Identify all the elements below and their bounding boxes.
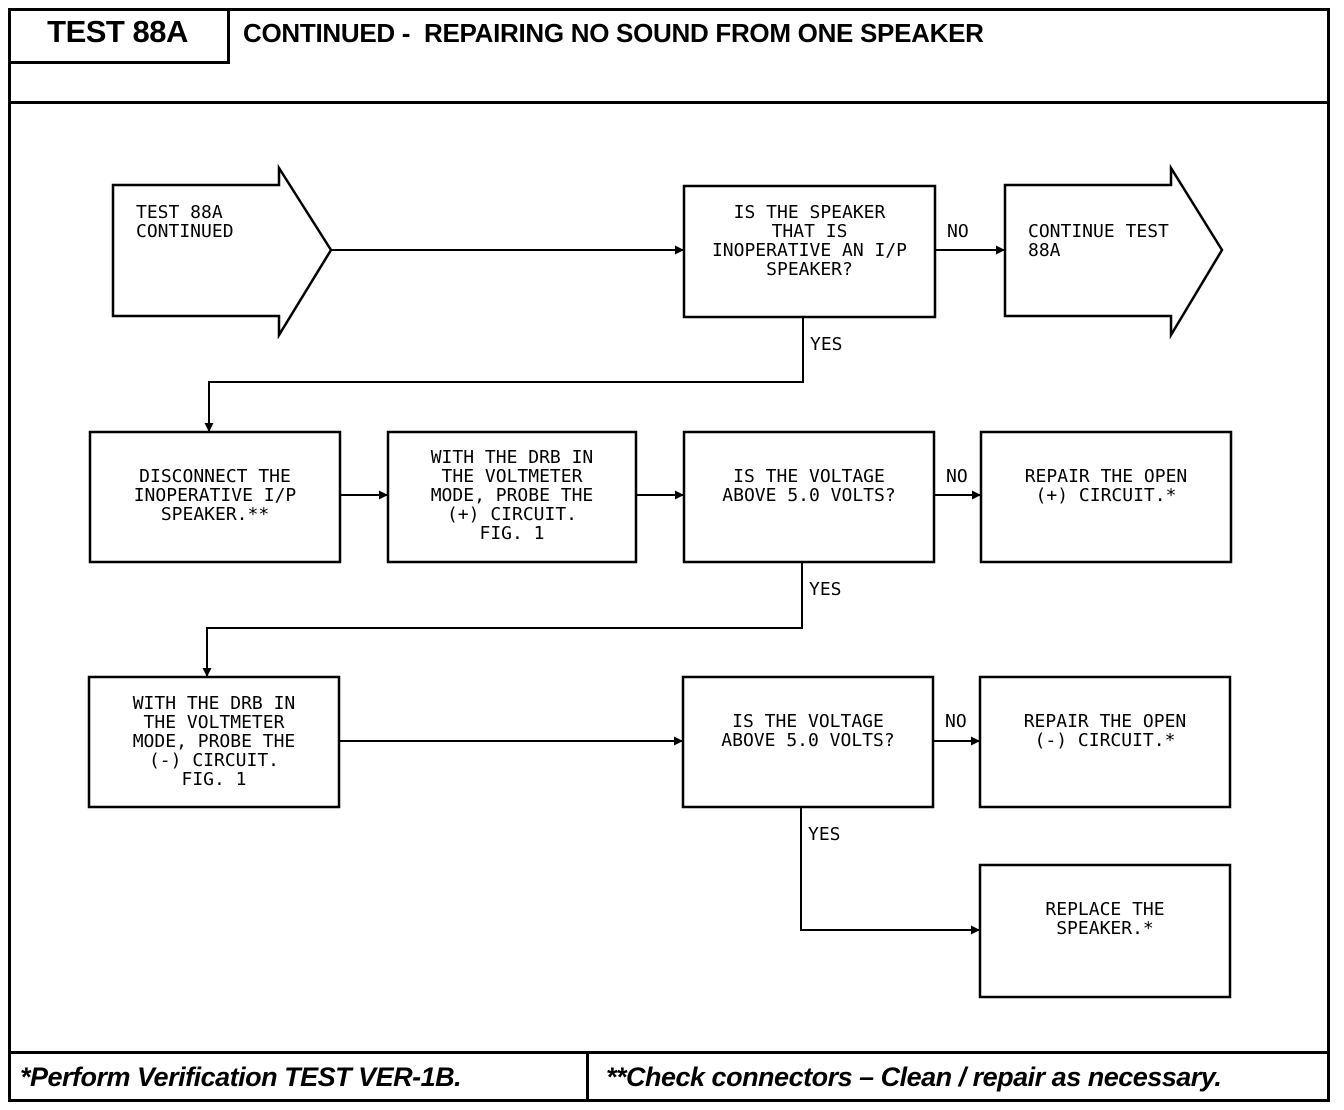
- test-number-label: TEST 88A: [47, 14, 188, 49]
- connector-q3-yes: [800, 807, 980, 935]
- probe-plus-text: WITH THE DRB IN THE VOLTMETER MODE, PROB…: [430, 447, 594, 544]
- page-frame: [8, 8, 1330, 1102]
- q2-text: IS THE VOLTAGE ABOVE 5.0 VOLTS?: [722, 466, 896, 506]
- q1-no-label: NO: [947, 221, 969, 242]
- probe-plus-box: [386, 430, 638, 564]
- start-text: TEST 88A CONTINUED: [136, 202, 234, 242]
- footer-divider: [8, 1051, 1330, 1054]
- test-number-box: [8, 8, 230, 64]
- q3-no-label: NO: [945, 711, 967, 732]
- disconnect-text: DISCONNECT THE INOPERATIVE I/P SPEAKER.*…: [133, 466, 297, 525]
- page-title: CONTINUED - REPAIRING NO SOUND FROM ONE …: [243, 18, 984, 48]
- connector-q1-yes: [204, 317, 804, 432]
- q1-text: IS THE SPEAKER THAT IS INOPERATIVE AN I/…: [711, 202, 908, 280]
- repair-plus-text: REPAIR THE OPEN (+) CIRCUIT.*: [1024, 466, 1188, 506]
- q2-yes-label: YES: [809, 579, 842, 600]
- repair-plus-box: [979, 430, 1233, 564]
- q2-box: [682, 430, 936, 564]
- q2-no-label: NO: [946, 466, 968, 487]
- header-divider: [8, 101, 1330, 104]
- continue-text: CONTINUE TEST 88A: [1028, 221, 1169, 261]
- q3-text: IS THE VOLTAGE ABOVE 5.0 VOLTS?: [721, 711, 895, 751]
- q3-yes-label: YES: [808, 824, 841, 845]
- footer-column-divider: [586, 1051, 589, 1102]
- footer-verification-note: *Perform Verification TEST VER-1B.: [20, 1062, 462, 1092]
- continue-arrow-shape: [1003, 163, 1224, 340]
- probe-minus-text: WITH THE DRB IN THE VOLTMETER MODE, PROB…: [132, 693, 296, 790]
- start-arrow-shape: [111, 163, 333, 340]
- q1-yes-label: YES: [810, 334, 843, 355]
- connector-q2-yes: [202, 562, 803, 677]
- q1-box: [682, 184, 937, 319]
- repair-minus-text: REPAIR THE OPEN (-) CIRCUIT.*: [1023, 711, 1187, 751]
- footer-connectors-note: **Check connectors – Clean / repair as n…: [606, 1062, 1222, 1092]
- replace-text: REPLACE THE SPEAKER.*: [1045, 899, 1165, 939]
- disconnect-box: [88, 430, 342, 564]
